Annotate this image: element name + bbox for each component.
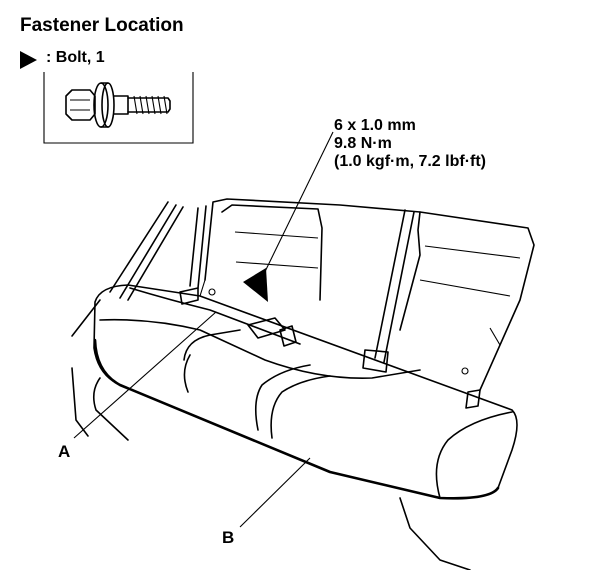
bolt-torque-alt: (1.0 kgf·m, 7.2 lbf·ft)	[334, 153, 487, 170]
bolt-spec: 6 x 1.0 mm 9.8 N·m (1.0 kgf·m, 7.2 lbf·f…	[334, 117, 486, 171]
seat-back	[179, 198, 535, 409]
callout-b: B	[222, 528, 235, 547]
leader-line-a	[73, 311, 217, 439]
bolt-location-arrow-icon	[243, 268, 268, 302]
diagram-title: Fastener Location	[20, 15, 184, 36]
bolt-icon	[65, 82, 171, 128]
spec-leader-line	[257, 131, 334, 287]
bolt-torque-nm: 9.8 N·m	[334, 135, 392, 152]
door-frame	[71, 201, 184, 337]
triangle-pointer-icon	[20, 51, 37, 69]
bolt-inset	[43, 72, 194, 144]
bolt-legend: : Bolt, 1	[46, 49, 105, 66]
callout-a: A	[58, 442, 71, 461]
seat-cushion	[93, 279, 518, 500]
floor-outline	[71, 367, 471, 570]
bolt-size: 6 x 1.0 mm	[334, 117, 416, 134]
inset-frame	[43, 72, 194, 144]
leader-line-b	[239, 457, 311, 528]
